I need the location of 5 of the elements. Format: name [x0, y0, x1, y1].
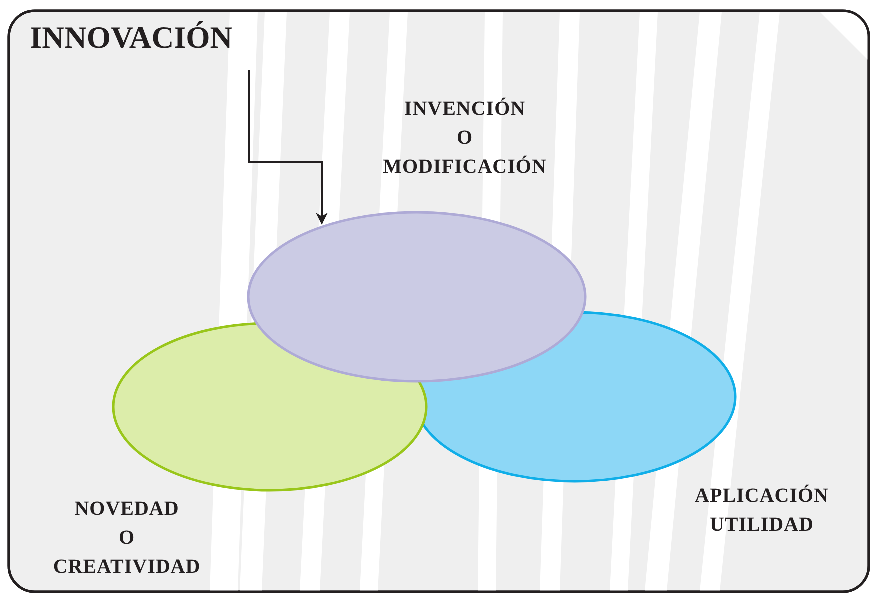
- ellipse-caption: APLICACIÓN UTILIDAD: [694, 484, 830, 538]
- node-label: INNOVACIÓN: [30, 20, 233, 56]
- ellipse-caption: INVENCIÓN O MODIFICACIÓN: [382, 96, 548, 180]
- arrow: [248, 70, 328, 225]
- ellipse-caption: NOVEDAD O CREATIVIDAD: [52, 497, 202, 580]
